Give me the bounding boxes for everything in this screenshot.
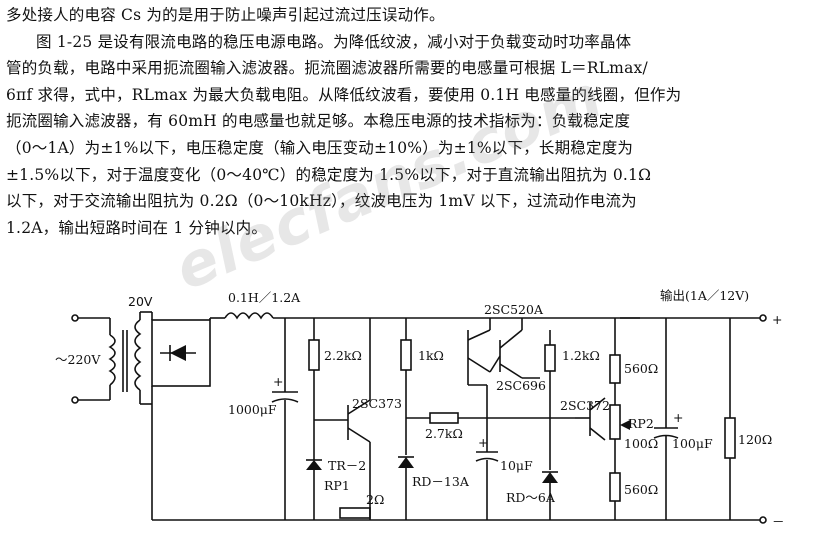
- capacitor-10u: + 10μF: [475, 385, 533, 520]
- transformer: 20V: [108, 294, 153, 404]
- text-line: 以下，对于交流输出阻抗为 0.2Ω（0～10kHz），纹波电压为 1mV 以下，…: [6, 192, 637, 211]
- secondary-voltage-label: 20V: [128, 294, 153, 309]
- cap-1000u-label: 1000μF: [228, 402, 277, 417]
- resistor-2k7: 2.7kΩ: [406, 412, 575, 441]
- ac-input: ～220V: [55, 314, 111, 404]
- plus-terminal: +: [772, 312, 782, 327]
- svg-text:10μF: 10μF: [500, 458, 533, 473]
- text-line: 扼流圈输入滤波器，有 60mH 的电感量也就足够。本稳压电源的技术指标为：负载稳…: [6, 112, 631, 131]
- svg-text:2SC372: 2SC372: [560, 398, 610, 413]
- svg-text:+: +: [673, 410, 683, 425]
- text-line: 1.2A，输出短路时间在 1 分钟以内。: [6, 218, 268, 237]
- zener-rd6a: RD～6A: [506, 471, 558, 520]
- darlington-pair: 2SC520A 2SC696: [467, 302, 546, 393]
- input-voltage-label: ～220V: [55, 352, 101, 367]
- svg-text:1kΩ: 1kΩ: [418, 348, 444, 363]
- filter-capacitor: + 1000μF: [228, 318, 299, 520]
- inductor-symbol: [224, 312, 274, 320]
- capacitor-100u: + 100μF: [653, 318, 713, 520]
- zener-rd13a: RD－13A: [398, 456, 470, 520]
- resistor-1k2: 1.2kΩ: [544, 330, 600, 470]
- zener-tr2: TR－2: [306, 420, 366, 520]
- svg-text:RD－13A: RD－13A: [412, 474, 470, 489]
- bridge-rectifier: [140, 311, 211, 405]
- load-resistor: 120Ω: [724, 318, 772, 520]
- minus-terminal: －: [772, 514, 785, 529]
- svg-text:2SC696: 2SC696: [496, 378, 546, 393]
- text-line: ±1.5%以下，对于温度变化（0～40℃）的稳定度为 1.5%以下，对于直流输出…: [6, 165, 652, 184]
- svg-text:100Ω: 100Ω: [624, 436, 658, 451]
- body-text: 多处接人的电容 Cs 为的是用于防止噪声引起过流过压误动作。 图 1-25 是设…: [6, 2, 832, 241]
- text-line: 管的负载，电路中采用扼流圈输入滤波器。扼流圈滤波器所需要的电感量可根据 L＝RL…: [6, 59, 648, 78]
- resistor-2k2: 2.2kΩ: [308, 318, 362, 420]
- text-line: 图 1-25 是设有限流电路的稳压电源电路。为降低纹波，减小对于负载变动时功率晶…: [36, 32, 632, 51]
- feedback-divider: 560Ω RP2 100Ω 560Ω: [609, 318, 658, 520]
- svg-text:100μF: 100μF: [672, 436, 713, 451]
- svg-text:2SC520A: 2SC520A: [484, 302, 544, 317]
- svg-text:RP1: RP1: [324, 478, 350, 493]
- svg-text:2SC373: 2SC373: [352, 396, 402, 411]
- text-line: 6πf 求得，式中，RLmax 为最大负载电阻。从降低纹波看，要使用 0.1H …: [6, 85, 682, 104]
- dc-output: 输出(1A／12V) + －: [640, 288, 785, 529]
- svg-text:+: +: [478, 435, 488, 450]
- inductor-label: 0.1H／1.2A: [228, 290, 301, 305]
- svg-text:560Ω: 560Ω: [624, 361, 658, 376]
- text-line: 多处接人的电容 Cs 为的是用于防止噪声引起过流过压误动作。: [6, 6, 445, 24]
- svg-text:RP2: RP2: [628, 416, 654, 431]
- svg-text:560Ω: 560Ω: [624, 482, 658, 497]
- text-line: （0～1A）为±1%以下，电压稳定度（输入电压变动±10%）为±1%以下，长期稳…: [6, 138, 634, 157]
- transistor-q1: 2SC373: [314, 318, 402, 520]
- svg-text:2.7kΩ: 2.7kΩ: [425, 426, 463, 441]
- svg-text:1.2kΩ: 1.2kΩ: [562, 348, 600, 363]
- output-label: 输出(1A／12V): [660, 288, 749, 303]
- svg-text:RD～6A: RD～6A: [506, 490, 556, 505]
- svg-text:+: +: [273, 374, 283, 389]
- transistor-q2: 2SC372: [560, 397, 610, 441]
- resistor-1k: 1kΩ: [400, 318, 444, 455]
- svg-text:120Ω: 120Ω: [738, 432, 772, 447]
- svg-text:TR－2: TR－2: [328, 458, 366, 473]
- svg-text:2Ω: 2Ω: [366, 492, 384, 507]
- potentiometer-rp1: RP1 2Ω: [324, 478, 384, 519]
- svg-text:2.2kΩ: 2.2kΩ: [324, 348, 362, 363]
